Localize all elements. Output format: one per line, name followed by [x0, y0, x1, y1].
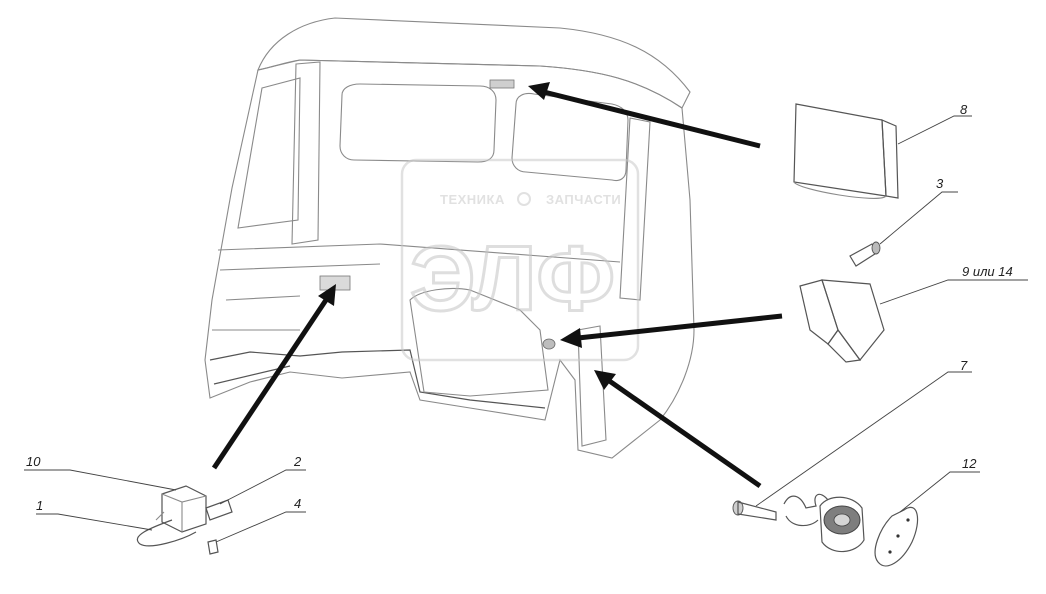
gear-icon: [517, 192, 531, 206]
part-spring-clip-housing: [783, 493, 865, 553]
assembly-arrows: [211, 82, 783, 489]
watermark: ТЕХНИКА ЗАПЧАСТИ ЭЛФ: [400, 158, 640, 362]
callout-8: 8: [960, 102, 968, 117]
leader-12: [899, 471, 980, 513]
leader-4: [215, 511, 306, 543]
cab-rear-window-left: [339, 83, 497, 163]
watermark-left-word: ТЕХНИКА: [440, 192, 505, 207]
callout-7: 7: [960, 358, 968, 373]
callout-1: 1: [36, 498, 43, 513]
part-12-gasket: [874, 507, 919, 567]
watermark-logo-letters: ЭЛФ: [410, 228, 615, 330]
cab-pillar-left: [291, 61, 321, 245]
leader-10: [24, 469, 177, 491]
callout-9-or-14: 9 или 14: [962, 264, 1013, 279]
roof-lamp-slot: [489, 79, 515, 89]
part-7-bolt: [732, 500, 777, 521]
watermark-frame: [400, 158, 640, 362]
cab-lamp-socket: [542, 338, 556, 350]
part-2-connector: [205, 499, 233, 521]
arrow-to-bracket: [560, 313, 783, 348]
callout-3: 3: [936, 176, 944, 191]
cab-lower-rib: [212, 243, 621, 331]
part-9-or-14-bracket: [799, 279, 885, 363]
leader-8: [897, 115, 972, 145]
cab-engine-tunnel: [409, 287, 549, 397]
part-1-wire: [137, 511, 197, 547]
arrow-to-roof-lamp: [528, 82, 761, 149]
leader-7: [755, 371, 972, 507]
leader-3: [879, 191, 958, 245]
callout-10: 10: [26, 454, 41, 469]
cab-door-opening: [577, 325, 607, 447]
arrow-to-relay-slot: [211, 284, 336, 470]
leader-9-14: [879, 279, 1028, 305]
part-8-roof-lamp: [793, 103, 899, 199]
cab-left-window: [237, 77, 301, 229]
part-4-screw: [207, 539, 219, 555]
part-10-relay: [161, 485, 207, 533]
leader-2: [219, 469, 306, 505]
watermark-right-word: ЗАПЧАСТИ: [546, 192, 621, 207]
leader-1: [36, 513, 153, 531]
callout-4: 4: [294, 496, 301, 511]
cab-pillar-right: [619, 117, 651, 301]
cab-body: [204, 59, 695, 459]
leader-lines: [24, 115, 1028, 543]
arrow-to-door-lamp: [594, 370, 762, 489]
cab-rear-window-right: [511, 92, 629, 182]
callout-2: 2: [293, 454, 302, 469]
part-3-screw: [849, 241, 881, 267]
callout-12: 12: [962, 456, 977, 471]
callout-labels: 8 3 9 или 14 7 12 10 2 1 4: [26, 102, 1013, 513]
cab-roof: [257, 17, 691, 109]
